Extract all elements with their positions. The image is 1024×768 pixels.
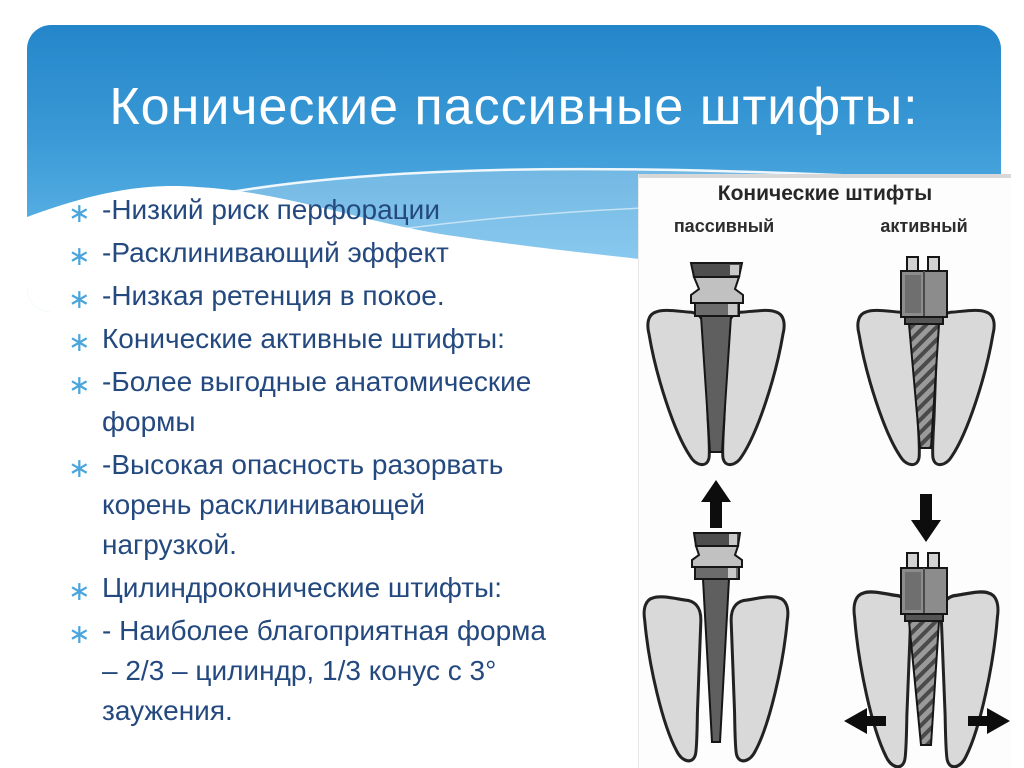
bullet-text: -Низкий риск перфорации [102, 194, 440, 225]
tooth-root-half [933, 589, 1011, 768]
bullet-item: ∗ -Более выгодные анатомические формы [66, 362, 556, 442]
bullet-marker: ∗ [68, 453, 91, 483]
bullet-marker: ∗ [68, 370, 91, 400]
active-post-prong [927, 552, 940, 569]
passive-post-shaft [701, 578, 731, 743]
bullet-text: Цилиндроконические штифты: [102, 572, 502, 603]
title-banner: Конические пассивные штифты: [27, 25, 1001, 312]
bullet-item: ∗ -Низкий риск перфорации [66, 190, 556, 230]
bullet-text: Конические активные штифты: [102, 323, 505, 354]
active-post-prong [927, 256, 940, 273]
diagram-active-seated [856, 256, 996, 467]
bullet-marker: ∗ [68, 619, 91, 649]
bullet-item: ∗ -Расклинивающий эффект [66, 233, 556, 273]
tooth-root-half [721, 308, 786, 467]
active-post-prong [906, 552, 919, 569]
bullet-marker: ∗ [68, 576, 91, 606]
tooth-root-half [723, 594, 800, 763]
slide-body: ∗ -Низкий риск перфорации ∗ -Расклиниваю… [66, 190, 566, 734]
slide-title: Конические пассивные штифты: [109, 78, 919, 136]
head-shading [905, 275, 921, 313]
band-notch [728, 568, 736, 578]
bullet-marker: ∗ [68, 198, 91, 228]
active-post-thread [907, 620, 941, 746]
bullet-marker: ∗ [68, 241, 91, 271]
bullet-text: -Высокая опасность разорвать корень раск… [102, 449, 504, 560]
bullet-item: ∗ Конические активные штифты: [66, 319, 556, 359]
bullet-text: -Расклинивающий эффект [102, 237, 449, 268]
diagram-active-wedging [841, 552, 1011, 768]
passive-post-collar [690, 276, 744, 304]
figure-panel: Конические штифты пассивный активный [638, 174, 1011, 768]
bullet-list: ∗ -Низкий риск перфорации ∗ -Расклиниваю… [66, 190, 556, 731]
figure-top-edge [639, 174, 1011, 178]
right-arrow-icon [968, 708, 1010, 734]
tooth-root-half [931, 308, 996, 467]
cap-notch [730, 265, 739, 275]
bullet-item: ∗ Цилиндроконические штифты: [66, 568, 556, 608]
figure-labels: пассивный активный [639, 216, 1011, 240]
passive-post-collar [691, 545, 743, 568]
active-post-collar [904, 613, 944, 622]
label-passive: пассивный [673, 216, 775, 236]
up-arrow-icon [701, 480, 731, 528]
active-post-prong [906, 256, 919, 273]
tooth-root-half [639, 594, 709, 763]
bullet-text: - Наиболее благоприятная форма – 2/3 – ц… [102, 615, 546, 726]
bullet-text: -Более выгодные анатомические формы [102, 366, 532, 437]
diagram-passive-removed [639, 532, 800, 763]
bullet-marker: ∗ [68, 327, 91, 357]
label-active: активный [880, 216, 968, 236]
bullet-marker: ∗ [68, 284, 91, 314]
bullet-item: ∗ - Наиболее благоприятная форма – 2/3 –… [66, 611, 556, 731]
bullet-item: ∗ -Низкая ретенция в покое. [66, 276, 556, 316]
tooth-root-half [646, 308, 711, 467]
active-post-collar [904, 316, 944, 325]
bullet-item: ∗ -Высокая опасность разорвать корень ра… [66, 445, 556, 565]
down-arrow-icon [911, 494, 941, 542]
bullet-text: -Низкая ретенция в покое. [102, 280, 445, 311]
head-shading [905, 572, 921, 610]
diagram-passive-seated [646, 262, 786, 467]
band-notch [728, 304, 737, 315]
left-arrow-icon [844, 708, 886, 734]
cap-notch [729, 534, 737, 545]
posts-diagram [639, 256, 1011, 768]
figure-title: Конические штифты [717, 182, 933, 205]
